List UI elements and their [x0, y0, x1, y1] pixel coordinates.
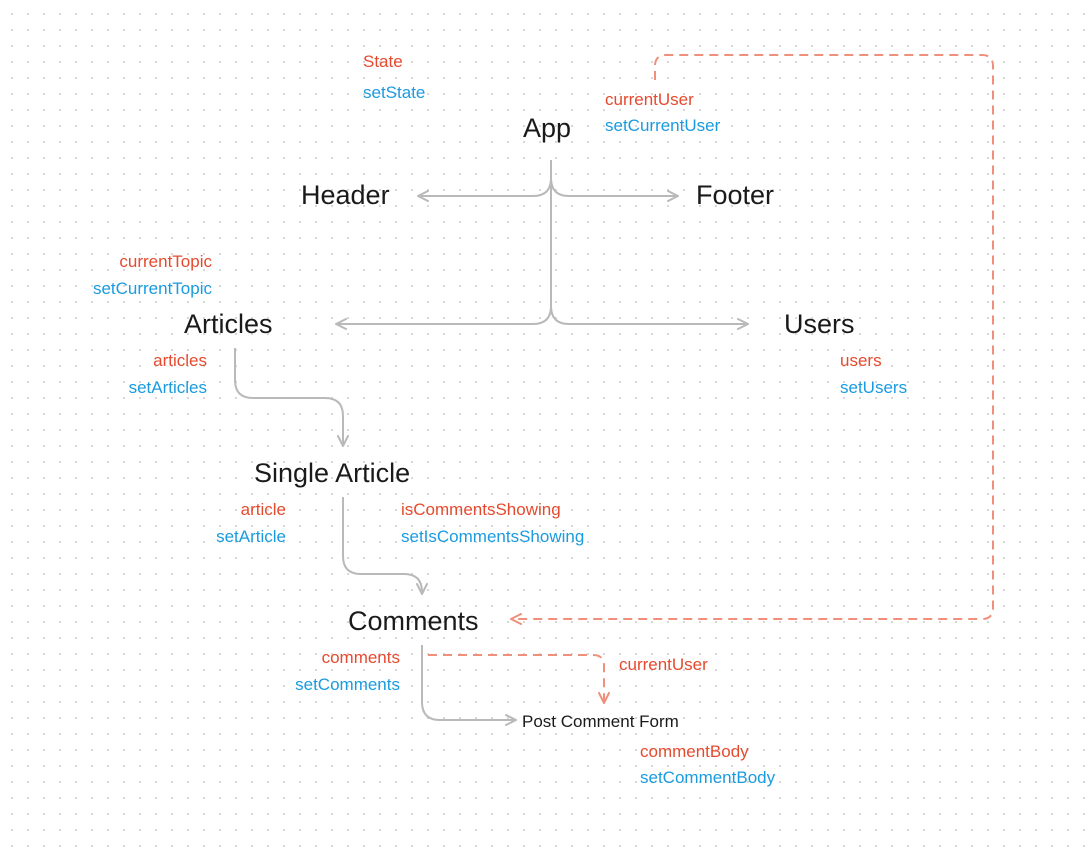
app-state: currentUser	[605, 90, 694, 109]
articles-state: articles	[153, 351, 207, 370]
edge-currentuser-comments-form	[428, 654, 610, 704]
post-comment-form-state: commentBody	[640, 742, 749, 761]
comments-passed-prop: currentUser	[619, 655, 708, 674]
edge-single-article-comments	[342, 497, 428, 595]
users-node: Users	[784, 309, 855, 339]
single-article-setter-comments-showing: setIsCommentsShowing	[401, 527, 585, 546]
edge-comments-post-comment-form	[421, 645, 517, 726]
comments-node: Comments	[348, 606, 479, 636]
single-article-setter: setArticle	[216, 527, 286, 546]
edge-app-articles	[335, 305, 552, 330]
articles-current-topic-setter: setCurrentTopic	[92, 279, 212, 298]
comments-setter: setComments	[295, 675, 400, 694]
users-setter: setUsers	[840, 378, 908, 397]
edge-app-footer	[550, 177, 679, 202]
comments-state: comments	[321, 648, 400, 667]
edge-app-header	[417, 177, 552, 202]
articles-node: Articles	[184, 309, 273, 339]
header-node: Header	[301, 180, 390, 210]
single-article-node: Single Article	[254, 458, 411, 488]
legend-setter-label: setState	[363, 83, 426, 102]
edge-app-users	[550, 305, 749, 330]
post-comment-form-node: Post Comment Form	[522, 712, 679, 731]
articles-setter: setArticles	[128, 378, 207, 397]
single-article-state-comments-showing: isCommentsShowing	[401, 500, 561, 519]
edge-articles-single-article	[234, 348, 349, 447]
app-node: App	[523, 113, 572, 143]
single-article-state: article	[240, 500, 286, 519]
post-comment-form-setter: setCommentBody	[640, 768, 776, 787]
articles-current-topic-state: currentTopic	[119, 252, 212, 271]
edge-currentuser-app-comments	[510, 54, 994, 625]
app-setter: setCurrentUser	[605, 116, 721, 135]
legend-state-label: State	[363, 52, 403, 71]
footer-node: Footer	[696, 180, 775, 210]
users-state: users	[840, 351, 882, 370]
